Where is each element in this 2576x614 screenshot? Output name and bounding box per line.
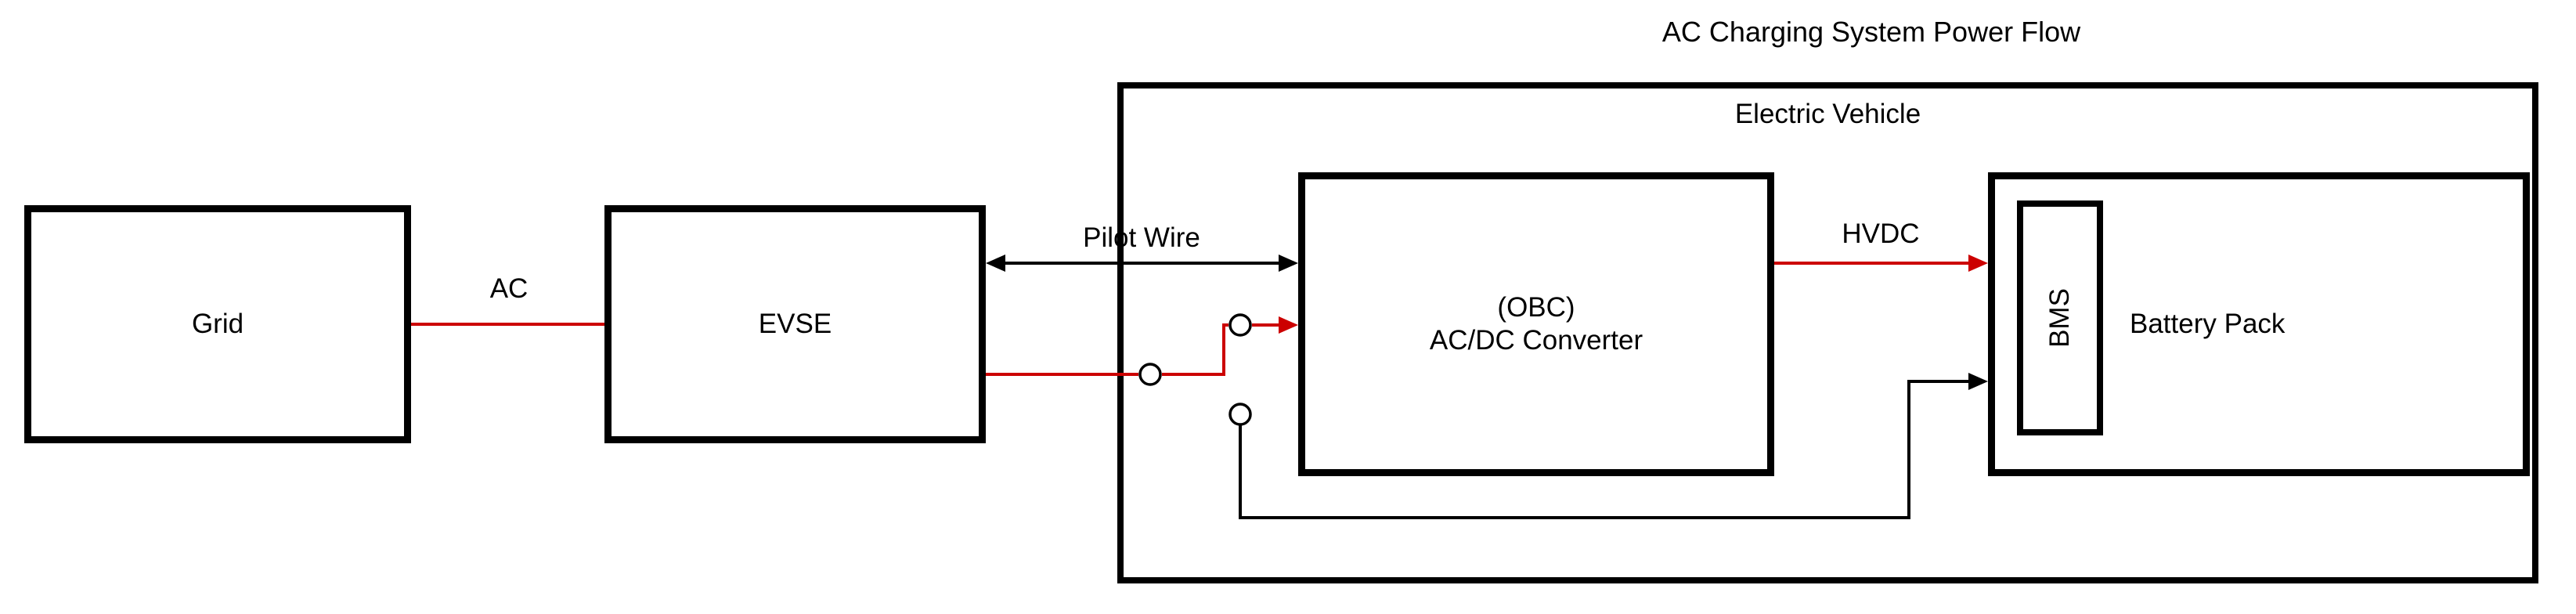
bms-label: BMS [2044, 288, 2075, 348]
bms-box: BMS [2017, 200, 2103, 435]
pilot-wire-arrow-left-icon [986, 255, 1005, 272]
ac-wire-label: AC [489, 273, 529, 304]
battery-pack-label: Battery Pack [2130, 309, 2286, 339]
obc-label-line2: AC/DC Converter [1429, 325, 1643, 356]
obc-box: (OBC) AC/DC Converter [1298, 172, 1774, 476]
pilot-wire-label: Pilot Wire [1083, 222, 1200, 253]
diagram-title: AC Charging System Power Flow [1661, 16, 2081, 48]
grid-box: Grid [24, 205, 411, 443]
evse-label: EVSE [758, 309, 832, 339]
obc-label-line1: (OBC) [1497, 292, 1575, 323]
electric-vehicle-box [1117, 82, 2538, 583]
battery-pack-box [1988, 172, 2530, 476]
evse-box: EVSE [604, 205, 986, 443]
electric-vehicle-label: Electric Vehicle [1734, 99, 1921, 129]
grid-label: Grid [191, 309, 244, 339]
hvdc-wire-label: HVDC [1842, 219, 1920, 249]
